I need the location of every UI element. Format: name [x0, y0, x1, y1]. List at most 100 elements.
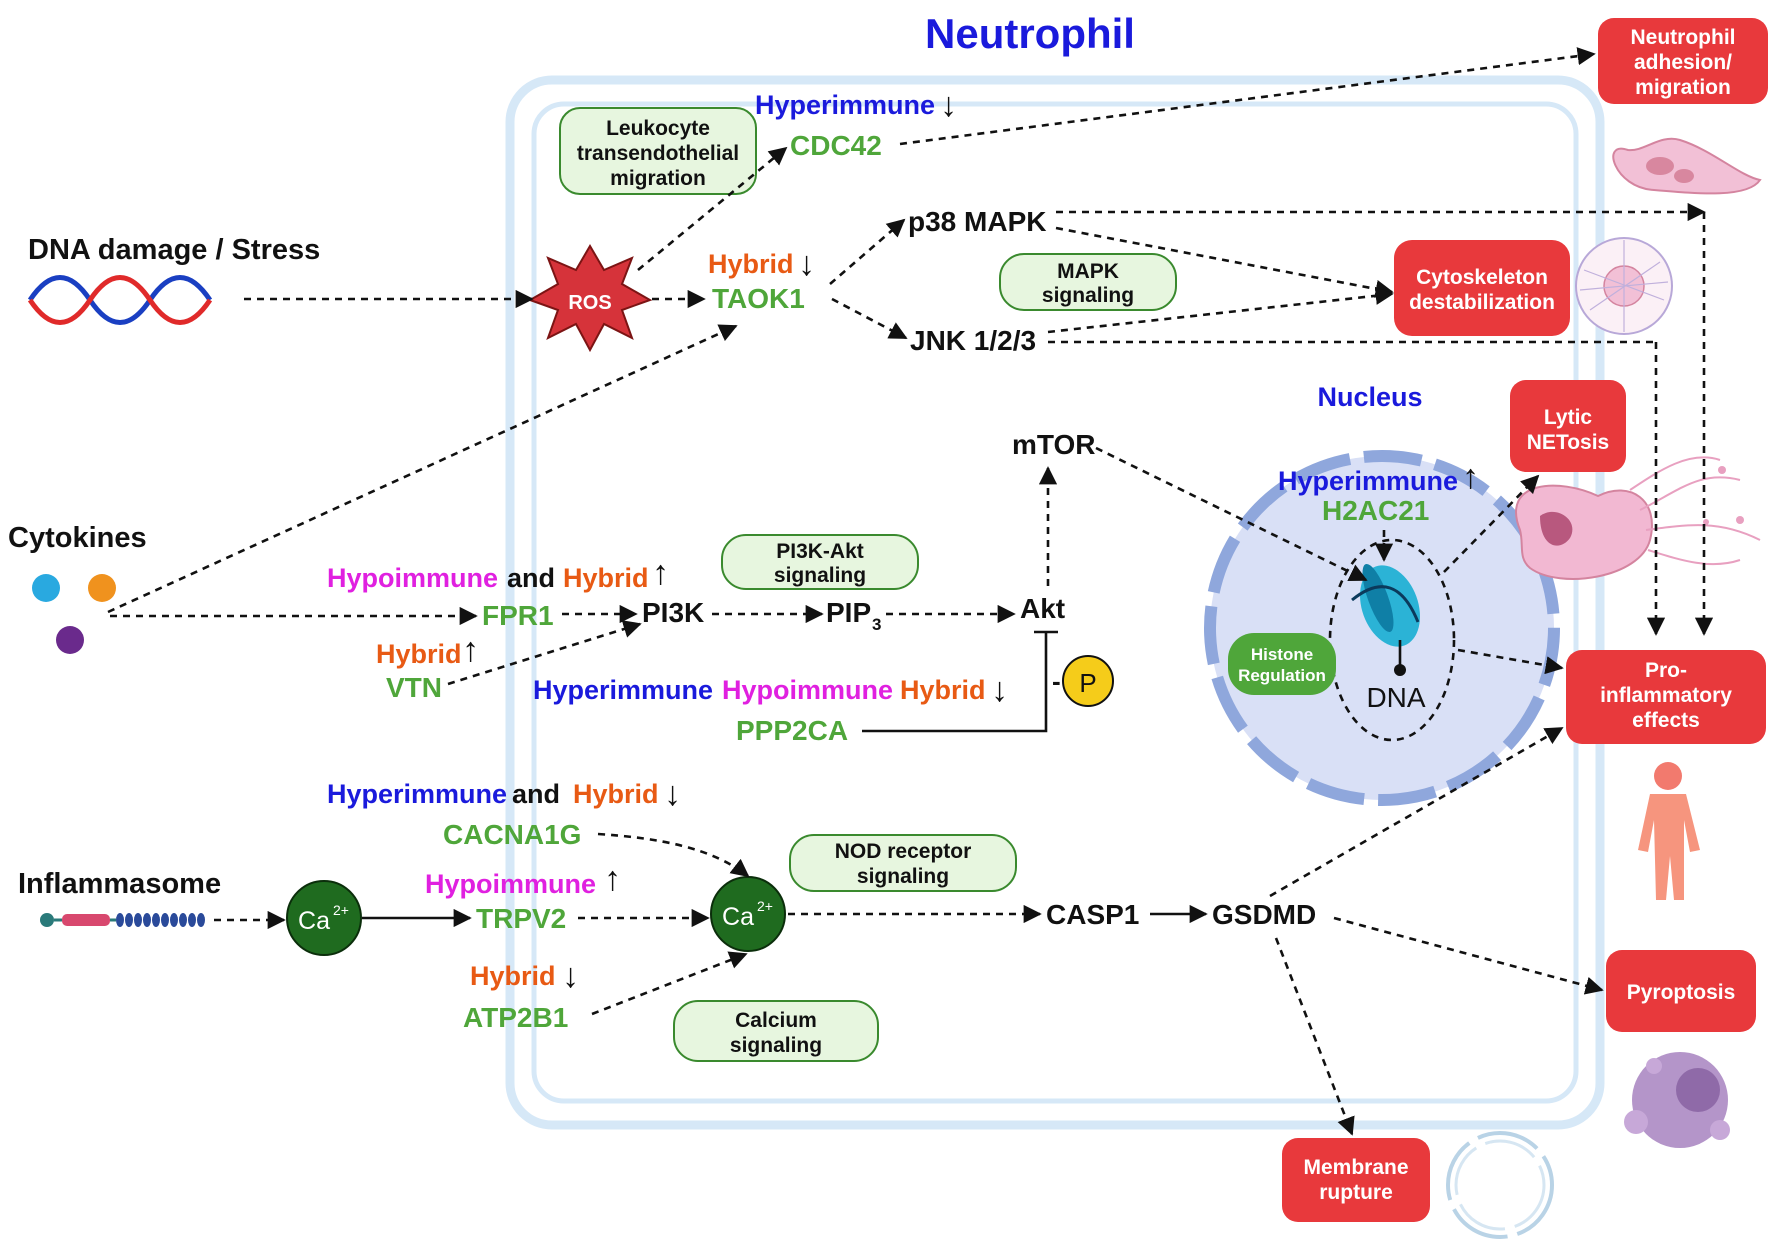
up-arrow: ↑: [604, 860, 621, 898]
svg-text:Pyroptosis: Pyroptosis: [1627, 981, 1736, 1004]
hypoimmune-label: Hypoimmune: [425, 869, 596, 899]
svg-text:signaling: signaling: [730, 1034, 822, 1057]
svg-text:rupture: rupture: [1319, 1181, 1393, 1204]
ppp2ca-group: Hyperimmune Hypoimmune Hybrid ↓ PPP2CA: [533, 671, 1008, 746]
arrow-atp2b1-to-ca: [591, 951, 748, 1016]
trpv2-group: Hypoimmune ↑ TRPV2: [425, 860, 621, 934]
human-body-icon: [1638, 762, 1700, 900]
calcium-ion-2: Ca 2+: [710, 876, 786, 952]
nucleosome-icon: [1351, 563, 1420, 676]
arrow-jnk-to-cytoskeleton: [1047, 286, 1394, 334]
down-arrow: ↓: [664, 775, 681, 813]
svg-text:2+: 2+: [757, 898, 773, 914]
node-pi3k: PI3K: [642, 597, 704, 628]
pi3k-akt-signaling-box: PI3K-Akt signaling: [721, 534, 919, 590]
ros-burst-icon: ROS: [527, 244, 653, 353]
hybrid-label: Hybrid: [470, 961, 556, 991]
outcome-proinflammatory-effects: Pro- inflammatory effects: [1566, 650, 1766, 744]
hybrid-label: Hybrid: [563, 563, 649, 593]
svg-text:inflammatory: inflammatory: [1600, 684, 1732, 707]
arrow-taok1-to-p38: [829, 218, 906, 285]
arrow-gsdmd-to-proinflammatory: [1269, 726, 1564, 898]
nucleus-title: Nucleus: [1317, 382, 1422, 412]
svg-text:signaling: signaling: [774, 564, 866, 587]
outcome-pyroptosis: Pyroptosis: [1606, 950, 1756, 1032]
cell-inner-membrane: [531, 101, 1579, 1104]
arrow-gsdmd-to-membrane: [1274, 937, 1355, 1136]
node-casp1: CASP1: [1046, 899, 1139, 930]
up-arrow: ↑: [652, 554, 669, 592]
svg-text:NOD receptor: NOD receptor: [835, 840, 972, 863]
hybrid-label: Hybrid: [900, 675, 986, 705]
ros-label: ROS: [568, 292, 611, 314]
cacna1g-group: Hyperimmune and Hybrid ↓ CACNA1G: [327, 775, 681, 850]
svg-text:Ca: Ca: [298, 907, 330, 935]
netosis-cell-icon: [1515, 456, 1761, 580]
svg-text:Histone: Histone: [1251, 645, 1313, 664]
chromatin-region: [1328, 538, 1456, 742]
hyperimmune-label: Hyperimmune: [533, 675, 713, 705]
up-arrow: ↑: [462, 631, 479, 669]
node-gsdmd: GSDMD: [1212, 899, 1316, 930]
hypoimmune-label: Hypoimmune: [722, 675, 893, 705]
svg-text:Membrane: Membrane: [1303, 1156, 1408, 1179]
outcome-membrane-rupture: Membrane rupture: [1282, 1138, 1430, 1222]
cytoskeleton-cell-icon: [1575, 237, 1673, 335]
outcome-cytoskeleton-destabilization: Cytoskeleton destabilization: [1394, 240, 1570, 336]
migrating-neutrophil-icon: [1612, 137, 1762, 195]
hybrid-label: Hybrid: [573, 779, 659, 809]
calcium-ion-1: Ca 2+: [286, 880, 362, 956]
svg-text:destabilization: destabilization: [1409, 291, 1555, 314]
phospho-minus: -: [1052, 666, 1061, 696]
gene-taok1: TAOK1: [712, 283, 805, 314]
arrow-taok1-to-jnk: [831, 297, 908, 340]
inflammasome-label: Inflammasome: [18, 868, 221, 900]
hybrid-label: Hybrid: [376, 639, 462, 669]
svg-text:signaling: signaling: [857, 865, 949, 888]
node-jnk: JNK 1/2/3: [910, 325, 1036, 356]
svg-text:2+: 2+: [333, 902, 349, 918]
dna-helix-icon: [27, 275, 213, 325]
connectors: [107, 47, 1714, 1136]
svg-text:signaling: signaling: [1042, 284, 1134, 307]
svg-text:Neutrophil: Neutrophil: [1631, 26, 1736, 49]
cytokines-icon: [32, 574, 116, 654]
gene-h2ac21: H2AC21: [1322, 495, 1429, 526]
hybrid-label: Hybrid: [708, 249, 794, 279]
node-pip3: PIP 3: [826, 597, 881, 634]
hyperimmune-label: Hyperimmune: [1278, 466, 1458, 496]
svg-text:migration: migration: [1635, 76, 1731, 99]
svg-text:adhesion/: adhesion/: [1634, 51, 1732, 74]
down-arrow: ↓: [940, 86, 957, 124]
cell-outer-membrane: [505, 75, 1605, 1130]
svg-text:migration: migration: [610, 167, 706, 190]
hyperimmune-label: Hyperimmune: [755, 90, 935, 120]
inflammasome-icon: [40, 913, 205, 927]
arrow-dna-to-netosis: [1443, 474, 1540, 573]
node-akt: Akt: [1020, 593, 1065, 624]
svg-text:PIP: PIP: [826, 597, 871, 628]
outcome-adhesion-migration: Neutrophil adhesion/ migration: [1598, 18, 1768, 104]
outcome-lytic-netosis: Lytic NETosis: [1510, 380, 1626, 472]
cdc42-group: Hyperimmune ↓ CDC42: [755, 86, 957, 161]
hyperimmune-label: Hyperimmune: [327, 779, 507, 809]
node-p38-mapk: p38 MAPK: [908, 206, 1046, 237]
down-arrow: ↓: [562, 957, 579, 995]
hypoimmune-label: Hypoimmune: [327, 563, 498, 593]
h2ac21-group: Hyperimmune ↑ H2AC21: [1278, 458, 1479, 526]
svg-text:Regulation: Regulation: [1238, 666, 1326, 685]
svg-text:Leukocyte: Leukocyte: [606, 117, 710, 140]
vtn-group: Hybrid ↑ VTN: [376, 631, 479, 703]
histone-regulation-box: Histone Regulation: [1228, 633, 1336, 695]
pyroptotic-cell-icon: [1624, 1052, 1730, 1148]
and-label: and: [512, 779, 560, 809]
gene-ppp2ca: PPP2CA: [736, 715, 848, 746]
atp2b1-group: Hybrid ↓ ATP2B1: [463, 957, 579, 1033]
gene-fpr1: FPR1: [482, 600, 554, 631]
mapk-signaling-box: MAPK signaling: [999, 253, 1177, 311]
arrow-ros-to-cdc42: [637, 146, 788, 272]
svg-text:transendothelial: transendothelial: [577, 142, 739, 165]
fpr1-group: Hypoimmune and Hybrid ↑ FPR1: [327, 554, 669, 631]
gene-atp2b1: ATP2B1: [463, 1002, 568, 1033]
